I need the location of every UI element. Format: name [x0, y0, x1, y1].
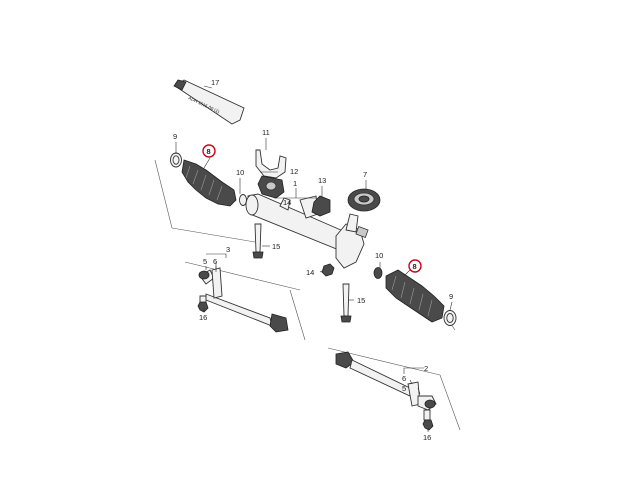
callout-8-left-highlight: [202, 144, 216, 158]
mounting-bracket-part: [255, 149, 287, 179]
callout-1: 1: [293, 179, 297, 188]
callout-8-right-highlight: [408, 259, 422, 273]
callout-9-left: 9: [173, 132, 177, 141]
callout-6-left: 6: [213, 257, 217, 266]
tie-rod-nut-right: [422, 419, 434, 431]
callout-5-left: 5: [203, 257, 207, 266]
callout-10-left: 10: [236, 168, 244, 177]
pinion-seal-part: [347, 188, 381, 212]
callout-5-right: 5: [402, 384, 406, 393]
clamp-ring-left: [170, 152, 182, 168]
callout-8-left: 8: [207, 147, 211, 156]
callout-labels: 17 9 8 11 12 10 1 14 13 7 15 3 5 6 16 14…: [173, 78, 453, 442]
leader-lines: [175, 85, 453, 432]
callout-14-left: 14: [283, 198, 291, 207]
callout-12: 12: [290, 167, 298, 176]
rubber-bushing-part: [257, 175, 285, 199]
mounting-bolt-right: [340, 283, 352, 323]
callout-17: 17: [211, 78, 219, 87]
callout-16-left: 16: [199, 313, 207, 322]
callout-8-right: 8: [413, 262, 417, 271]
callout-2: 2: [424, 364, 428, 373]
damper-block-part: [311, 195, 331, 217]
callout-13: 13: [318, 176, 326, 185]
steering-rack-housing: [245, 193, 369, 269]
nut-right: [321, 263, 335, 277]
washer-left: [239, 194, 247, 206]
callout-15-left: 15: [272, 242, 280, 251]
callout-10-right: 10: [375, 251, 383, 260]
callout-6-right: 6: [402, 374, 406, 383]
bellows-boot-left: [181, 159, 237, 207]
mounting-bolt-left: [252, 223, 264, 259]
callout-15-right: 15: [357, 296, 365, 305]
bellows-boot-right: [385, 269, 445, 323]
grease-tube-part: ADH 1615 00 (1): [173, 79, 245, 125]
tie-rod-nut-left: [197, 301, 209, 313]
clamp-ring-right: [443, 310, 457, 326]
tie-rod-right: [335, 351, 437, 421]
callout-14-right: 14: [306, 268, 314, 277]
callout-16-right: 16: [423, 433, 431, 442]
callout-11: 11: [262, 128, 270, 137]
washer-right: [373, 267, 383, 279]
callout-7: 7: [363, 170, 367, 179]
callout-3: 3: [226, 245, 230, 254]
callout-9-right: 9: [449, 292, 453, 301]
tie-rod-left: [198, 267, 289, 333]
